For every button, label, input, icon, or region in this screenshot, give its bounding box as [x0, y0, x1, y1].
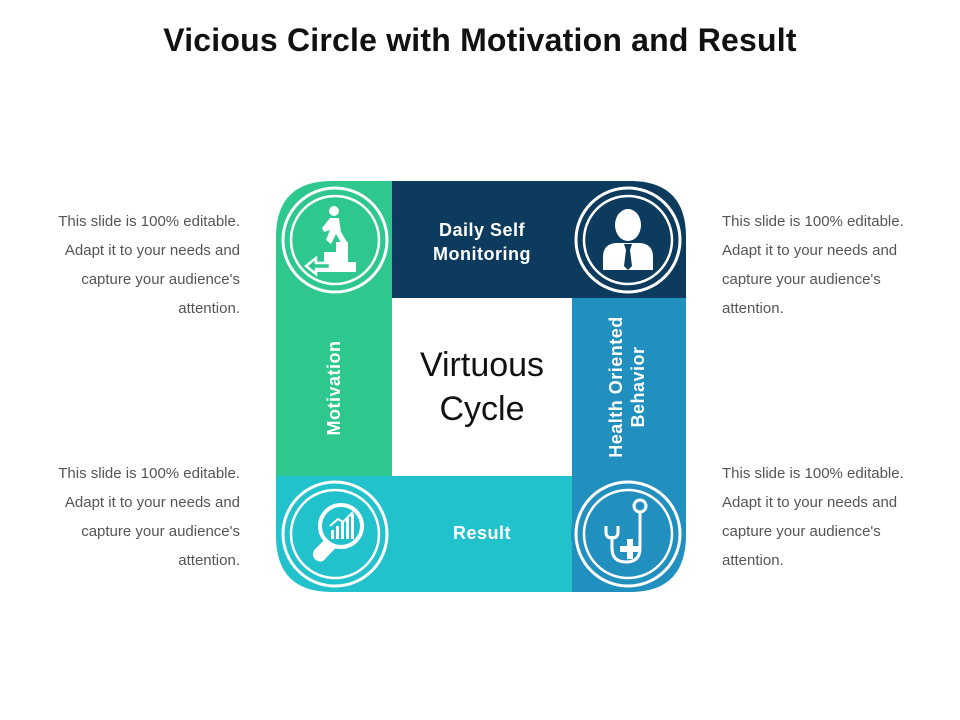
description-top-right: This slide is 100% editable. Adapt it to…: [722, 213, 904, 317]
description-bottom-right: This slide is 100% editable. Adapt it to…: [722, 465, 904, 569]
center-label: Virtuous Cycle: [419, 346, 545, 428]
description-top-left: This slide is 100% editable. Adapt it to…: [58, 213, 240, 317]
businessman-icon: [571, 183, 685, 297]
segment-label-right: Health Oriented Behavior: [606, 316, 648, 458]
stairs-climber-icon: [278, 183, 392, 297]
description-bottom-left: This slide is 100% editable. Adapt it to…: [58, 465, 240, 569]
segment-label-left: Motivation: [324, 340, 344, 436]
segment-label-bottom: Result: [452, 523, 511, 543]
magnifier-chart-icon: [278, 477, 392, 591]
stethoscope-icon: [571, 477, 685, 591]
page-title: Vicious Circle with Motivation and Resul…: [163, 22, 797, 58]
segment-label-top: Daily Self Monitoring: [433, 220, 531, 264]
center-box: [392, 298, 572, 476]
